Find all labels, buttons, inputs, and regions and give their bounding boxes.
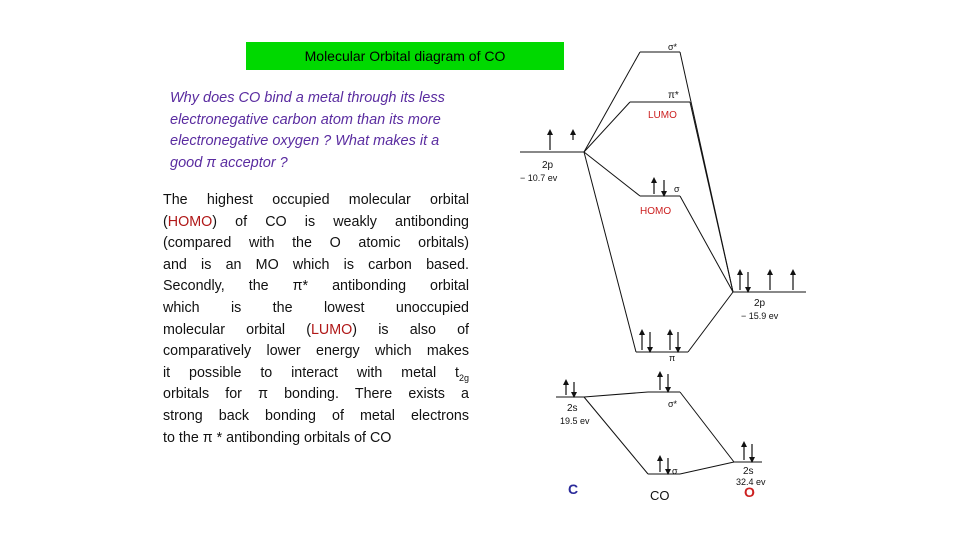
body-line-7: molecular orbital (LUMO) is also of (163, 321, 469, 338)
corr-line (679, 461, 735, 475)
corr-line (583, 51, 641, 153)
t2g-subscript: 2g (458, 372, 469, 383)
body-line-1: The highest occupied molecular orbital (163, 192, 469, 208)
body-line-12: to the π * antibonding orbitals of CO (163, 429, 392, 446)
question-text: Why does CO bind a metal through its les… (170, 88, 510, 174)
corr-line (583, 151, 641, 197)
corr-line (583, 391, 649, 398)
c-2s-label: 2s (567, 403, 578, 414)
sigma-low-label: σ (672, 466, 678, 476)
question-line-3: electronegative oxygen ? What makes it a (170, 133, 440, 149)
o-2s-label: 2s (743, 466, 754, 477)
body-line-6: which is the lowest unoccupied (163, 299, 469, 316)
homo-label: HOMO (640, 206, 671, 217)
sigma-star-mid-label: σ* (668, 399, 678, 409)
body-line-10: orbitals for π bonding. There exists a (163, 386, 469, 403)
molecule-label: CO (650, 488, 670, 503)
atom-c-label: C (568, 481, 578, 497)
c-2s-energy: 19.5 ev (560, 416, 590, 426)
o-2p-label: 2p (754, 298, 766, 309)
o-2p-energy: − 15.9 ev (741, 311, 779, 321)
atom-o-label: O (744, 484, 755, 500)
o-2s-energy: 32.4 ev (736, 477, 766, 487)
body-line-4: and is an MO which is carbon based. (163, 256, 469, 273)
corr-line (679, 195, 734, 293)
body-line-5: Secondly, the π* antibonding orbital (163, 278, 469, 295)
lumo-highlight: LUMO (310, 321, 353, 338)
corr-line (689, 101, 734, 293)
question-line-4: good π acceptor ? (170, 154, 288, 171)
body-line-2: (HOMO) of CO is weakly antibonding (163, 213, 469, 230)
diagram-title: Molecular Orbital diagram of CO (304, 48, 506, 64)
pi-star-label: π* (668, 90, 679, 101)
lumo-label: LUMO (648, 110, 677, 121)
diagram-title-banner: Molecular Orbital diagram of CO (246, 42, 564, 70)
corr-line (679, 391, 735, 463)
question-line-2: electronegative carbon atom than its mor… (170, 111, 441, 128)
body-line-3: (compared with the O atomic orbitals) (163, 235, 469, 252)
sigma-star-top-label: σ* (668, 42, 678, 52)
explanation-paragraph: The highest occupied molecular orbital (… (163, 190, 469, 449)
corr-line (583, 151, 637, 353)
sigma-homo-label: σ (674, 184, 680, 194)
corr-line (583, 396, 649, 475)
pi-bond-label: π (669, 353, 675, 363)
body-line-8: comparatively lower energy which makes (163, 343, 469, 360)
corr-line (583, 101, 631, 153)
question-line-1: Why does CO bind a metal through its les… (170, 90, 445, 106)
body-line-11: strong back bonding of metal electrons (163, 407, 469, 424)
body-line-9: it possible to interact with metal t2g (163, 364, 469, 383)
c-2p-energy: − 10.7 ev (520, 173, 558, 183)
corr-line (687, 291, 734, 353)
c-2p-label: 2p (542, 160, 554, 171)
homo-highlight: HOMO (167, 213, 213, 230)
